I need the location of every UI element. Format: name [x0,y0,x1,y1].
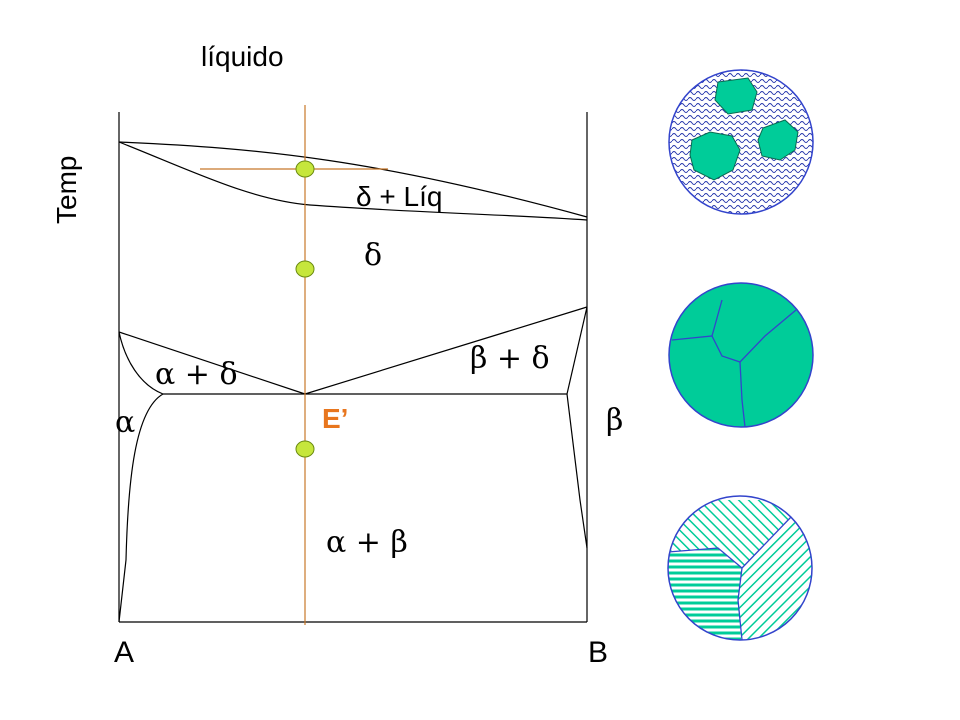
label-temp: Temp [51,156,82,224]
alpha-delta-boundary [118,331,164,395]
label-alpha: α [115,405,135,440]
beta-delta-boundary [566,306,588,395]
delta-lower-left [118,331,306,395]
micrograph-alpha-beta-icon [667,495,813,641]
label-beta-delta: β + δ [470,341,550,376]
label-liquid: líquido [201,41,284,72]
alpha-solvus [118,393,164,623]
label-alpha-beta: α + β [326,525,408,560]
marker-alpha-beta [295,440,315,458]
micrograph-delta-liquid-icon [668,69,814,215]
marker-delta [295,260,315,278]
solidus-line [118,141,588,221]
state-markers [295,160,315,458]
label-beta: β [606,403,623,438]
label-delta: δ [364,238,382,273]
label-comp-b: B [588,636,608,669]
phase-boundaries [118,112,588,623]
marker-liquid [295,160,315,178]
beta-solvus [566,393,588,549]
micrograph-delta-grains-icon [668,282,814,428]
label-eutectoid: E’ [322,403,348,434]
label-delta-liquid: δ + Líq [356,181,442,212]
liquidus-line [118,141,588,218]
label-alpha-delta: α + δ [155,357,238,392]
label-comp-a: A [114,636,134,669]
delta-lower-right [304,306,588,395]
